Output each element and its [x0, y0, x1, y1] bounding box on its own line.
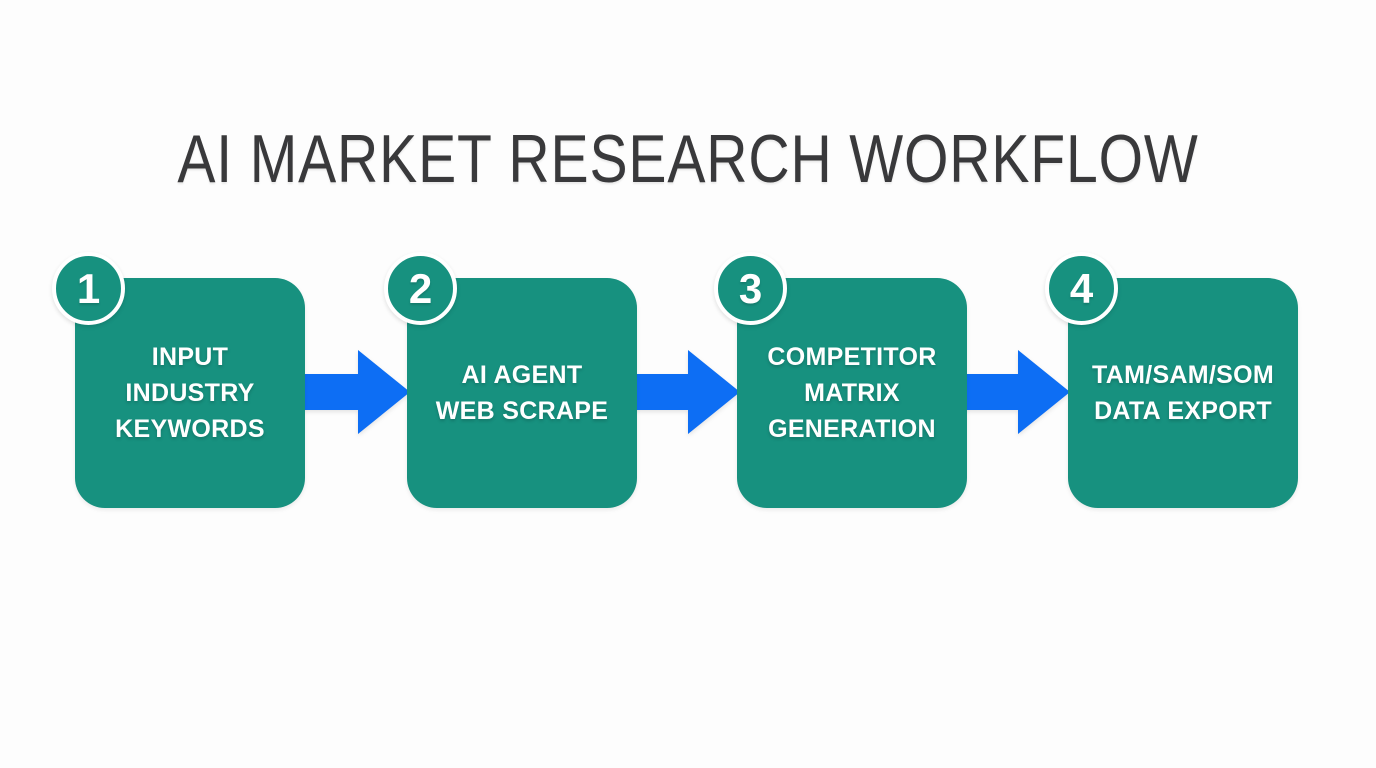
step-label: AI AGENT WEB SCRAPE: [435, 361, 609, 425]
flow-arrow-icon: [963, 350, 1070, 434]
workflow-step-2: 2 AI AGENT WEB SCRAPE: [384, 252, 637, 508]
step-number-badge: 4: [1045, 252, 1118, 325]
flow-arrow-icon: [303, 350, 410, 434]
step-number-badge: 2: [384, 252, 457, 325]
step-number-badge: 3: [714, 252, 787, 325]
flow-arrow-icon: [633, 350, 740, 434]
workflow-step-4: 4 TAM/SAM/SOM DATA EXPORT: [1045, 252, 1298, 508]
step-number: 4: [1069, 264, 1094, 312]
workflow-step-1: 1 INPUT INDUSTRY KEYWORDS: [52, 252, 305, 508]
step-number: 1: [76, 264, 101, 312]
step-label: COMPETITOR MATRIX GENERATION: [767, 343, 937, 443]
step-label: TAM/SAM/SOM DATA EXPORT: [1092, 361, 1274, 425]
step-number: 3: [738, 264, 763, 312]
page-title: AI MARKET RESEARCH WORKFLOW: [177, 120, 1199, 197]
workflow-step-3: 3 COMPETITOR MATRIX GENERATION: [714, 252, 967, 508]
step-label: INPUT INDUSTRY KEYWORDS: [115, 343, 265, 443]
step-number: 2: [408, 264, 433, 312]
step-number-badge: 1: [52, 252, 125, 325]
